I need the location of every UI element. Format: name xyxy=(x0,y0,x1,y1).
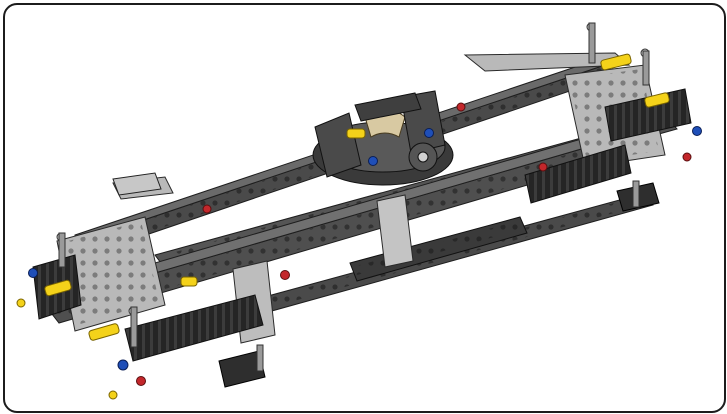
yellow-joiner-6 xyxy=(180,276,198,287)
blue-pin xyxy=(424,128,434,138)
red-pin xyxy=(682,152,692,162)
post xyxy=(256,344,264,372)
post xyxy=(588,22,596,64)
red-pin xyxy=(280,270,290,280)
link-rear-bottom xyxy=(218,350,266,388)
link-rear-top xyxy=(112,172,162,196)
gray-pin xyxy=(108,390,118,400)
red-pin xyxy=(456,102,466,112)
blue-pin xyxy=(28,268,38,278)
blue-pin xyxy=(368,156,378,166)
post xyxy=(642,50,650,86)
turntable-assembly xyxy=(312,90,454,186)
mid-cross-member-2 xyxy=(376,194,414,268)
yellow-joiner-5 xyxy=(346,128,366,139)
chassis-illustration xyxy=(16,22,702,400)
yellow-joiner-1 xyxy=(44,279,72,297)
red-pin xyxy=(136,376,146,386)
blue-pin xyxy=(692,126,702,136)
yellow-joiner-3 xyxy=(600,53,632,71)
tread-front-left xyxy=(524,144,632,204)
far-rail-light-beam xyxy=(463,52,631,72)
post xyxy=(130,306,138,348)
yellow-joiner-4 xyxy=(644,92,670,108)
blue-pin xyxy=(117,359,129,371)
post xyxy=(58,232,66,268)
rear-cross-member-holes xyxy=(61,221,159,325)
instruction-step-frame xyxy=(3,3,726,413)
yellow-joiner-2 xyxy=(88,323,120,341)
red-pin xyxy=(202,204,212,214)
post xyxy=(632,180,640,208)
tread-elements xyxy=(32,88,692,362)
posts xyxy=(58,22,650,372)
tread-rear-right xyxy=(124,294,264,362)
yellow-joiners xyxy=(44,53,670,341)
steering-arm-top xyxy=(354,92,422,122)
gear-hub-center xyxy=(417,151,429,163)
red-pin xyxy=(538,162,548,172)
gray-pin xyxy=(16,298,26,308)
